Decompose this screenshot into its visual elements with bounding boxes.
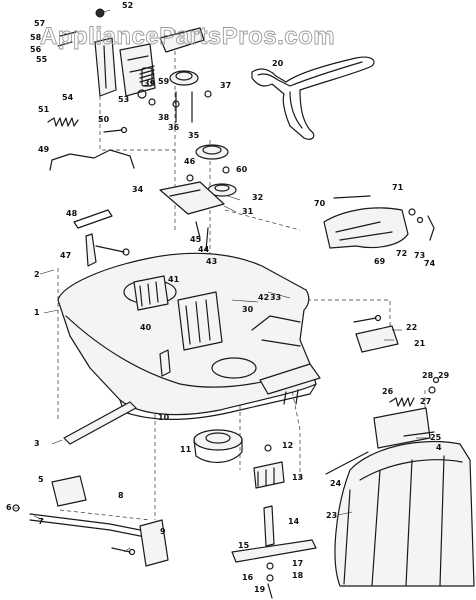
callout-label-73: 73 xyxy=(414,251,425,260)
callout-label-54: 54 xyxy=(62,93,74,102)
idler-pulley-assembly xyxy=(159,27,212,123)
callout-label-6: 6 xyxy=(6,503,12,512)
discharge-chute xyxy=(334,440,475,587)
callout-label-11: 11 xyxy=(180,445,192,454)
callout-label-49: 49 xyxy=(38,145,50,154)
callout-label-56: 56 xyxy=(30,45,42,54)
callout-label-25: 25 xyxy=(430,433,442,442)
callout-label-9: 9 xyxy=(160,527,166,536)
callout-label-19: 19 xyxy=(254,585,266,594)
callout-label-23: 23 xyxy=(326,511,337,520)
callout-label-59: 59 xyxy=(158,77,170,86)
callout-label-2: 2 xyxy=(34,270,40,279)
callout-label-70: 70 xyxy=(314,199,326,208)
lift-bracket-assembly xyxy=(57,8,156,106)
callout-label-72: 72 xyxy=(396,249,407,258)
callout-label-7: 7 xyxy=(38,517,44,526)
blade-spindle-assembly xyxy=(231,444,317,599)
callout-label-69: 69 xyxy=(374,257,386,266)
front-hanger-links xyxy=(12,401,169,567)
callout-label-27: 27 xyxy=(420,397,431,406)
callout-label-51: 51 xyxy=(38,105,50,114)
callout-label-1: 1 xyxy=(34,308,40,317)
callout-label-55: 55 xyxy=(36,55,48,64)
callout-label-32: 32 xyxy=(252,193,263,202)
discharge-bracket xyxy=(353,314,399,353)
height-adjust-linkage xyxy=(73,209,130,267)
callout-label-5: 5 xyxy=(38,475,44,484)
callout-label-28: 28 xyxy=(422,371,434,380)
callout-label-57: 57 xyxy=(34,19,45,28)
callout-label-4: 4 xyxy=(436,443,442,452)
gauge-wheel xyxy=(193,429,243,463)
callout-label-21: 21 xyxy=(414,339,426,348)
callout-label-43: 43 xyxy=(206,257,217,266)
belt-cover-assembly xyxy=(323,195,435,249)
mower-deck xyxy=(57,252,321,420)
callout-label-10: 10 xyxy=(158,413,170,422)
callout-label-8: 8 xyxy=(118,491,124,500)
callout-label-50: 50 xyxy=(98,115,110,124)
callout-label-18: 18 xyxy=(292,571,304,580)
callout-label-14: 14 xyxy=(288,517,300,526)
callout-label-30: 30 xyxy=(242,305,254,314)
callout-label-45: 45 xyxy=(190,235,202,244)
callout-label-38: 38 xyxy=(158,113,170,122)
callout-label-42: 42 xyxy=(258,293,269,302)
callout-label-31: 31 xyxy=(242,207,254,216)
callout-label-44: 44 xyxy=(198,245,210,254)
callout-label-33: 33 xyxy=(270,293,281,302)
watermark-text: AppliancePartsPros.com xyxy=(40,23,335,50)
callout-label-13: 13 xyxy=(292,473,303,482)
callout-label-40: 40 xyxy=(140,323,152,332)
callout-label-35: 35 xyxy=(188,131,200,140)
callout-label-24: 24 xyxy=(330,479,342,488)
callout-label-16: 16 xyxy=(242,573,254,582)
callout-label-3: 3 xyxy=(34,439,40,448)
callout-label-17: 17 xyxy=(292,559,303,568)
callout-label-46: 46 xyxy=(184,157,196,166)
leader-lines xyxy=(14,9,428,553)
callout-label-36: 36 xyxy=(168,123,180,132)
callout-label-12: 12 xyxy=(282,441,293,450)
callout-label-34: 34 xyxy=(132,185,144,194)
callout-label-48: 48 xyxy=(66,209,78,218)
belt-20 xyxy=(251,56,375,140)
callout-label-47: 47 xyxy=(60,251,71,260)
callout-label-71: 71 xyxy=(392,183,404,192)
callout-label-15: 15 xyxy=(238,541,250,550)
callout-label-37: 37 xyxy=(220,81,231,90)
callout-label-26: 26 xyxy=(382,387,394,396)
mandrel-pulley-assembly xyxy=(159,144,237,251)
callout-label-20: 20 xyxy=(272,59,284,68)
callout-label-58: 58 xyxy=(30,33,42,42)
callout-label-29: 29 xyxy=(438,371,450,380)
callout-label-39: 39 xyxy=(144,79,156,88)
callout-label-22: 22 xyxy=(406,323,417,332)
callout-label-60: 60 xyxy=(236,165,248,174)
callout-label-52: 52 xyxy=(122,1,133,10)
callout-label-53: 53 xyxy=(118,95,129,104)
callout-label-74: 74 xyxy=(424,259,436,268)
callout-label-41: 41 xyxy=(168,275,180,284)
spring-and-rods xyxy=(47,117,135,171)
